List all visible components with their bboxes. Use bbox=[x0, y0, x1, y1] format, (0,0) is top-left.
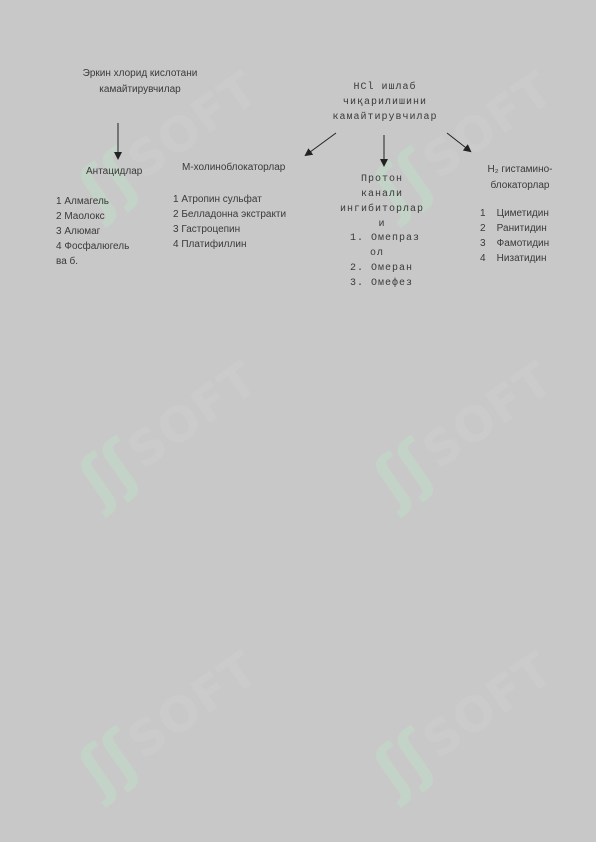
title-line: ингибиторлар bbox=[339, 204, 424, 215]
list-item: 2 Маолокс bbox=[56, 211, 105, 222]
list-item: 4 Фосфалюгель bbox=[56, 241, 130, 252]
title-line: Протон bbox=[360, 174, 403, 185]
node-label-line: чиқарилишини bbox=[342, 97, 427, 108]
list-item: 3 Алюмаг bbox=[56, 226, 101, 237]
title-line: канали bbox=[360, 189, 403, 200]
list-item: 2 Ранитидин bbox=[480, 223, 547, 234]
h2-list: 1 Циметидин 2 Ранитидин 3 Фамотидин 4 Ни… bbox=[480, 206, 549, 266]
free-hcl-reducers-node: Эркин хлорид кислотани камайтирувчилар bbox=[60, 66, 220, 98]
title-line: блокаторлар bbox=[490, 180, 550, 191]
list-item: 4 Низатидин bbox=[480, 253, 547, 264]
node-label-line: HCl ишлаб bbox=[353, 82, 417, 93]
list-item: 1 Атропин сульфат bbox=[173, 194, 262, 205]
list-item: 4 Платифиллин bbox=[173, 239, 247, 250]
list-item: 2. Омеран bbox=[350, 263, 414, 274]
antacids-title: Антацидлар bbox=[86, 166, 143, 177]
m-cholino-list: 1 Атропин сульфат 2 Белладонна экстракти… bbox=[173, 192, 286, 252]
proton-title: Протон канали ингибиторлар и bbox=[320, 172, 444, 232]
list-item: 1 Циметидин bbox=[480, 208, 549, 219]
arrow-to-h2 bbox=[446, 132, 472, 153]
antacids-list: 1 Алмагель 2 Маолокс 3 Алюмаг 4 Фосфалюг… bbox=[56, 194, 129, 269]
list-item: 3 Гастроцепин bbox=[173, 224, 241, 235]
m-cholino-title: М-холиноблокаторлар bbox=[182, 162, 286, 173]
hcl-production-reducers-node: HCl ишлаб чиқарилишини камайтирувчилар bbox=[310, 80, 460, 125]
title-line: H₂ гистамино- bbox=[487, 164, 553, 175]
list-item: 1 Алмагель bbox=[56, 196, 109, 207]
list-item: ва б. bbox=[56, 256, 79, 267]
node-label-line: Эркин хлорид кислотани bbox=[82, 68, 198, 79]
node-label-line: камайтирувчилар bbox=[99, 84, 181, 95]
list-item: 3. Омефез bbox=[350, 278, 414, 289]
title-line: и bbox=[378, 219, 386, 230]
list-item: 1. Омепраз bbox=[350, 233, 421, 244]
h2-title: H₂ гистамино- блокаторлар bbox=[468, 162, 572, 194]
proton-list: 1. Омепраз ол 2. Омеран 3. Омефез bbox=[350, 231, 420, 291]
node-label-line: камайтирувчилар bbox=[332, 112, 438, 123]
list-item: 3 Фамотидин bbox=[480, 238, 550, 249]
list-item: 2 Белладонна экстракти bbox=[173, 209, 287, 220]
list-item: ол bbox=[370, 248, 385, 259]
arrow-to-m-cholino bbox=[304, 132, 337, 157]
